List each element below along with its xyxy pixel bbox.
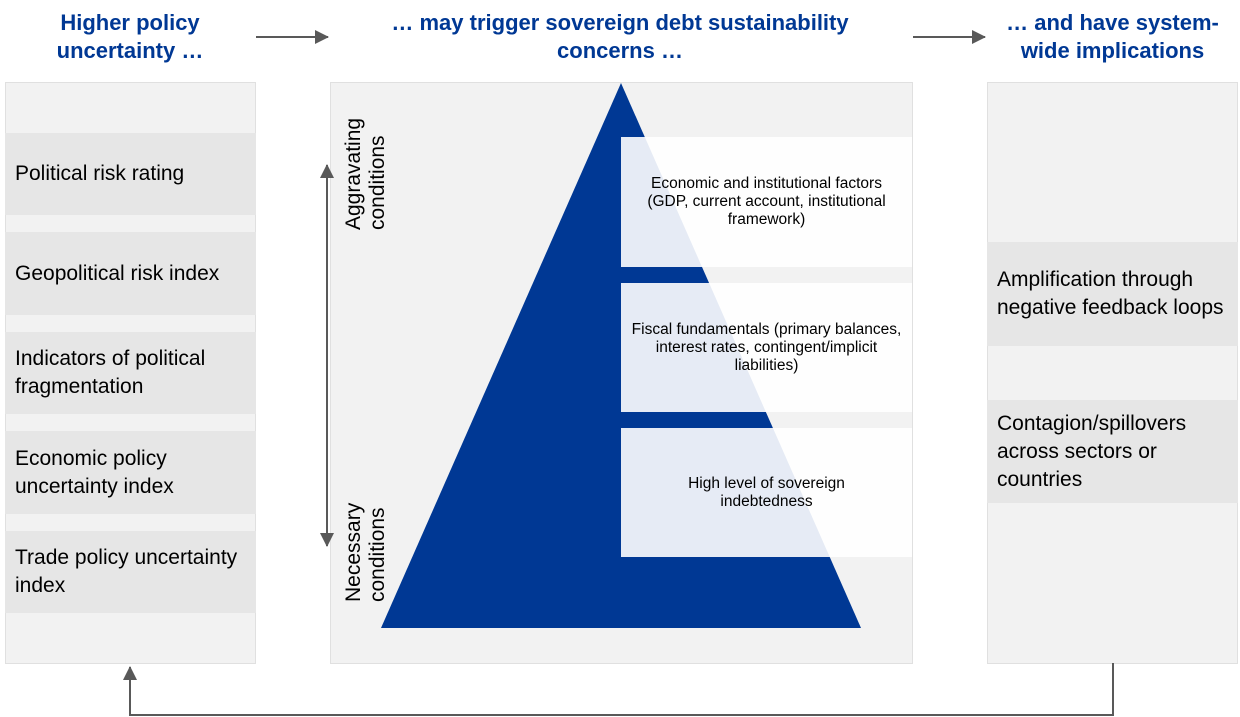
- header-left: Higher policy uncertainty …: [56, 10, 204, 63]
- header-middle: … may trigger sovereign debt sustainabil…: [391, 10, 849, 63]
- pyramid-level-fiscal-fundamentals: Fiscal fundamentals (primary balances, i…: [621, 283, 912, 412]
- right-item-contagion: Contagion/spillovers across sectors or c…: [987, 400, 1238, 503]
- left-item-geopolitical-risk: Geopolitical risk index: [5, 232, 256, 315]
- axis-label-aggravating: Aggravating conditions: [342, 110, 390, 230]
- axis-label-necessary: Necessary conditions: [342, 482, 390, 602]
- feedback-loop-arrow: [123, 663, 1114, 716]
- axis-label-aggravating-text: Aggravating conditions: [342, 117, 389, 230]
- pyramid-level-economic-institutional: Economic and institutional factors (GDP,…: [621, 137, 912, 267]
- left-item-political-risk: Political risk rating: [5, 133, 256, 215]
- header-right: … and have system-wide implications: [1006, 10, 1219, 63]
- left-item-trade-policy: Trade policy uncertainty index: [5, 531, 256, 613]
- pyramid-level-indebtedness: High level of sovereign indebtedness: [621, 428, 912, 557]
- axis-label-necessary-text: Necessary conditions: [342, 502, 389, 602]
- left-item-fragmentation: Indicators of political fragmentation: [5, 332, 256, 414]
- left-item-economic-policy: Economic policy uncertainty index: [5, 431, 256, 514]
- right-panel: [987, 82, 1238, 664]
- right-item-amplification: Amplification through negative feedback …: [987, 242, 1238, 346]
